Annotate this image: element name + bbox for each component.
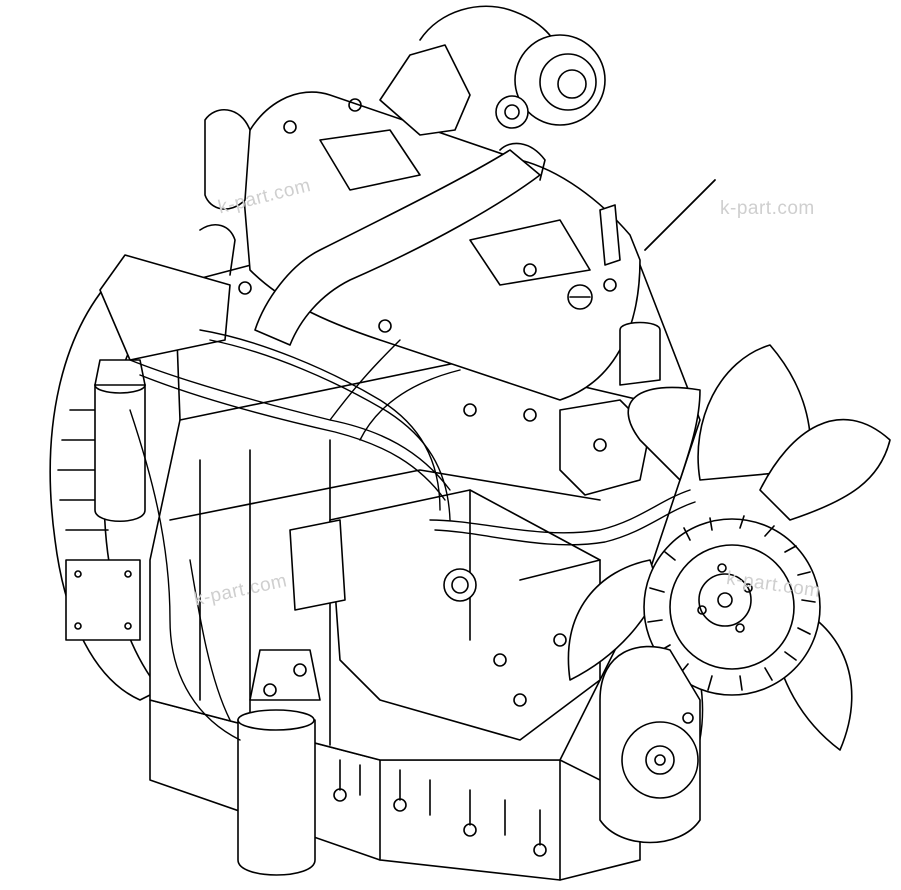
leader-line xyxy=(645,180,715,250)
left-bracket xyxy=(100,110,250,360)
injection-pump xyxy=(290,490,600,740)
crank-pulley xyxy=(600,647,700,843)
watermark-text: k-part.com xyxy=(720,198,815,219)
alternator-bracket xyxy=(560,205,660,495)
fuel-lines xyxy=(130,330,695,740)
fuel-filter-left xyxy=(95,360,145,521)
cooling-fan xyxy=(568,345,890,830)
turbocharger xyxy=(380,6,605,135)
intake-pipe xyxy=(255,143,545,345)
fuel-filter-bottom xyxy=(238,650,320,875)
flywheel-housing xyxy=(50,270,175,700)
valve-cover xyxy=(239,92,640,421)
